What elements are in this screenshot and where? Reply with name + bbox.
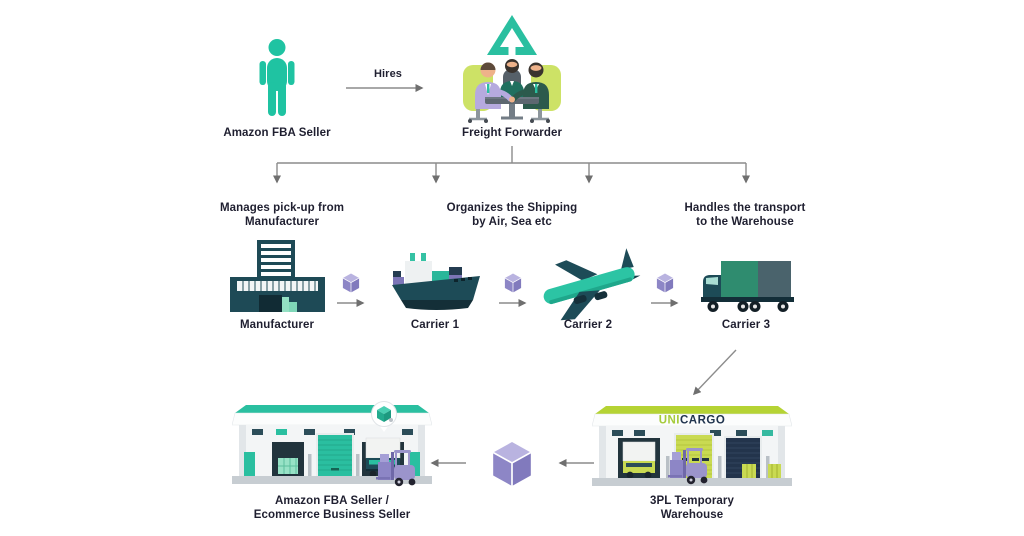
carrier3-label: Carrier 3 (721, 319, 771, 331)
package-cube-icon (504, 273, 522, 293)
seller-warehouse-label: Amazon FBA Seller / Ecommerce Business S… (253, 495, 411, 521)
branch-label-shipping: Organizes the Shipping by Air, Sea etc (446, 202, 578, 228)
manufacturer-icon (230, 240, 325, 312)
carrier2-label: Carrier 2 (563, 319, 613, 331)
warehouse-windows (252, 429, 413, 435)
crate-icon (768, 464, 781, 478)
seller-label: Amazon FBA Seller (223, 127, 331, 139)
airplane-icon (543, 248, 641, 321)
branch-label-transport: Handles the transport to the Warehouse (684, 202, 806, 228)
truck-to-warehouse-arrow (692, 349, 737, 396)
warehouse-3pl-illustration: UNICARGO (592, 406, 792, 486)
seller-warehouse-illustration (232, 401, 432, 487)
truck-icon (701, 261, 794, 312)
freight-forwarder-illustration (463, 15, 561, 123)
hires-label: Hires (373, 68, 403, 80)
warehouse-3pl-label: 3PL Temporary Warehouse (650, 495, 734, 521)
cargo-ship-icon (392, 253, 480, 310)
branch-label-pickup: Manages pick-up from Manufacturer (219, 202, 345, 228)
warehouse-windows (612, 430, 773, 436)
package-cube-icon (492, 442, 532, 486)
speech-bubble-box-icon (371, 401, 397, 432)
amazon-fba-seller-icon (259, 39, 295, 116)
forklift-icon (376, 450, 416, 487)
carrier1-label: Carrier 1 (410, 319, 460, 331)
forwarder-label: Freight Forwarder (461, 127, 563, 139)
package-cube-icon (342, 273, 360, 293)
package-cube-icon (656, 273, 674, 293)
forklift-icon (668, 448, 708, 485)
unicargo-logo-icon (487, 15, 537, 55)
manufacturer-label: Manufacturer (239, 319, 315, 331)
unicargo-sign: UNICARGO (659, 415, 726, 427)
